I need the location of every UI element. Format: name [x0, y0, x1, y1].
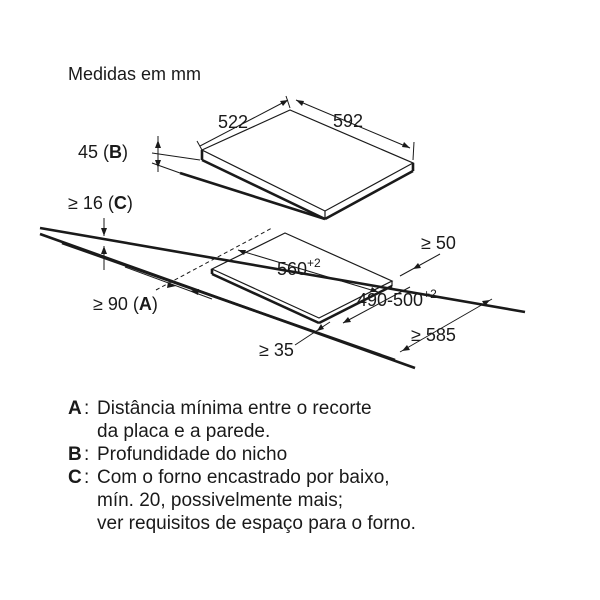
legend-text-line: mín. 20, possivelmente mais; — [97, 490, 344, 511]
label-ge16c: ≥ 16 (C) — [68, 193, 133, 213]
legend-text-line: Distância mínima entre o recorte — [97, 398, 372, 419]
legend-item-c: C: Com o forno encastrado por baixo, mín… — [68, 466, 588, 535]
legend-text-line: ver requisitos de espaço para o forno. — [97, 513, 416, 534]
label-45b: 45 (B) — [78, 142, 128, 162]
legend-key: B — [68, 444, 82, 465]
label-ge585: ≥ 585 — [411, 325, 456, 345]
dimension-front-clearance: ≥ 35 — [259, 321, 331, 360]
legend-text-line: Profundidade do nicho — [97, 444, 288, 465]
label-ge50: ≥ 50 — [421, 233, 456, 253]
legend-key: C — [68, 467, 82, 488]
label-560: 560+2 — [277, 256, 321, 279]
dimension-worktop-depth: ≥ 585 — [399, 298, 493, 353]
legend-item-a: A: Distância mínima entre o recorte da p… — [68, 397, 588, 443]
legend-text-line: Com o forno encastrado por baixo, — [97, 467, 390, 488]
label-ge35: ≥ 35 — [259, 340, 294, 360]
label-490-500: 490-500+2 — [357, 287, 437, 310]
label-522: 522 — [218, 112, 248, 132]
dimension-hob-thickness: 45 (B) — [78, 136, 201, 174]
label-ge90a: ≥ 90 (A) — [93, 294, 158, 314]
dimension-cutout-width: 560+2 — [237, 249, 379, 293]
installation-diagram: Medidas em mm 522 592 45 (B) — [39, 64, 526, 370]
dimension-hob-depth: 522 — [196, 95, 291, 151]
dimension-cutout-depth: 490-500+2 — [342, 286, 437, 324]
dimension-rear-clearance: ≥ 50 — [399, 233, 456, 277]
label-592: 592 — [333, 111, 363, 131]
units-label: Medidas em mm — [68, 64, 201, 84]
dimension-wall-distance: ≥ 90 (A) — [93, 266, 213, 314]
dimension-hob-width: 592 — [295, 99, 415, 161]
legend-item-b: B: Profundidade do nicho — [68, 443, 588, 466]
hob — [179, 109, 415, 221]
legend-text-line: da placa e a parede. — [97, 421, 271, 442]
worktop — [39, 226, 526, 370]
legend-key: A — [68, 398, 82, 419]
dimension-oven-gap: ≥ 16 (C) — [68, 193, 133, 270]
legend: A: Distância mínima entre o recorte da p… — [68, 397, 588, 535]
